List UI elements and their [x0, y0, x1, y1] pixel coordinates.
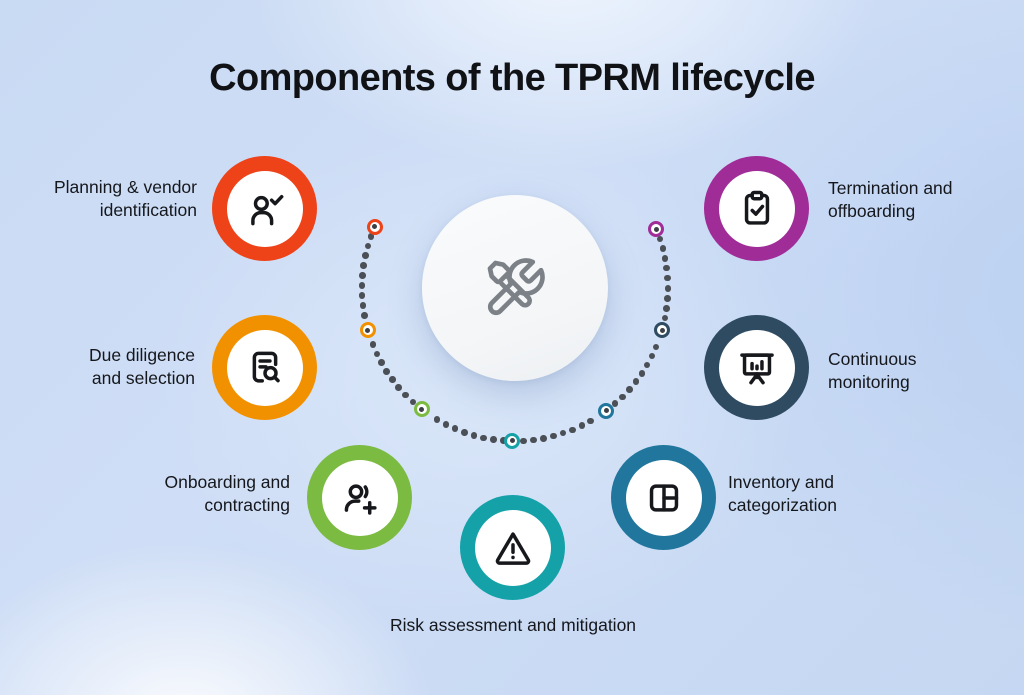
node-inner-circle	[718, 329, 795, 406]
arc-dot	[360, 262, 367, 269]
arc-dot	[619, 393, 626, 400]
arc-milestone-dot	[654, 322, 671, 339]
arc-dot	[451, 425, 459, 432]
arc-dot	[559, 429, 567, 437]
arc-dot	[470, 432, 478, 439]
arc-milestone-dot	[359, 322, 376, 339]
node-due-diligence-selection	[212, 315, 317, 420]
center-circle	[422, 195, 608, 381]
arc-dot	[461, 429, 468, 436]
page-title: Components of the TPRM lifecycle	[209, 57, 815, 99]
label-planning-vendor-identification: Planning & vendor identification	[53, 177, 197, 220]
arc-dot	[661, 314, 669, 322]
arc-dot	[409, 398, 416, 406]
arc-dot	[500, 437, 507, 444]
user-check-icon	[243, 187, 287, 231]
arc-dot	[520, 437, 527, 444]
arc-dot	[540, 435, 547, 442]
node-risk-assessment-mitigation	[460, 495, 565, 600]
node-inner-circle	[474, 509, 551, 586]
label-continuous-monitoring: Continuous monitoring	[828, 349, 917, 392]
document-search-icon	[243, 346, 287, 390]
arc-dot	[362, 252, 369, 259]
node-planning-vendor-identification	[212, 156, 317, 261]
arc-dot	[359, 272, 366, 279]
arc-dot	[648, 352, 656, 360]
arc-dot	[664, 274, 671, 282]
clipboard-check-icon	[735, 187, 779, 231]
label-due-diligence-selection: Due diligence and selection	[88, 345, 195, 388]
arc-dot	[361, 312, 368, 319]
arc-dot	[664, 285, 672, 292]
arc-dot	[643, 361, 651, 369]
label-inventory-categorization: Inventory and categorization	[728, 472, 837, 515]
node-inner-circle	[625, 459, 702, 536]
arc-dot	[359, 302, 367, 309]
arc-dot	[569, 426, 576, 433]
arc-dot	[578, 422, 585, 429]
arc-dot	[587, 417, 594, 425]
user-plus-icon	[338, 476, 382, 520]
alert-triangle-icon	[491, 526, 535, 570]
arc-dot	[652, 343, 660, 351]
arc-milestone-dot	[598, 402, 614, 419]
arc-dot	[358, 292, 366, 299]
node-onboarding-contracting	[307, 445, 412, 550]
node-inner-circle	[321, 459, 398, 536]
arc-milestone-dot	[413, 401, 430, 418]
arc-dot	[389, 376, 396, 383]
arc-dot	[638, 370, 646, 377]
arc-dot	[364, 242, 372, 250]
arc-dot	[378, 359, 385, 366]
tools-icon	[482, 255, 548, 321]
arc-dot	[402, 391, 409, 399]
arc-dot	[550, 432, 557, 440]
arc-dot	[663, 264, 670, 272]
arc-milestone-dot	[504, 432, 521, 449]
arc-dot	[358, 282, 366, 289]
arc-dot	[663, 305, 670, 312]
arc-dot	[367, 233, 375, 240]
node-inner-circle	[718, 170, 795, 247]
arc-dot	[395, 384, 402, 391]
node-inner-circle	[226, 329, 303, 406]
arc-dot	[659, 245, 667, 252]
node-inventory-categorization	[611, 445, 716, 550]
arc-dot	[661, 255, 669, 262]
arc-dot	[433, 416, 441, 423]
layout-columns-icon	[642, 476, 686, 520]
label-termination-offboarding: Termination and offboarding	[828, 178, 953, 221]
arc-milestone-dot	[366, 218, 383, 235]
node-inner-circle	[226, 170, 303, 247]
arc-dot	[369, 341, 377, 348]
arc-milestone-dot	[648, 221, 665, 238]
arc-dot	[632, 378, 640, 385]
arc-dot	[490, 436, 497, 443]
arc-dot	[373, 350, 381, 358]
arc-dot	[480, 434, 487, 442]
label-onboarding-contracting: Onboarding and contracting	[164, 472, 290, 515]
arc-dot	[626, 386, 633, 393]
arc-dot	[656, 235, 664, 243]
presentation-chart-icon	[735, 346, 779, 390]
arc-dot	[664, 295, 671, 302]
arc-dot	[611, 400, 619, 407]
arc-dot	[530, 436, 537, 444]
arc-dot	[383, 368, 390, 375]
label-risk-assessment-mitigation: Risk assessment and mitigation	[389, 615, 637, 635]
node-continuous-monitoring	[704, 315, 809, 420]
arc-dot	[442, 421, 450, 428]
node-termination-offboarding	[704, 156, 809, 261]
